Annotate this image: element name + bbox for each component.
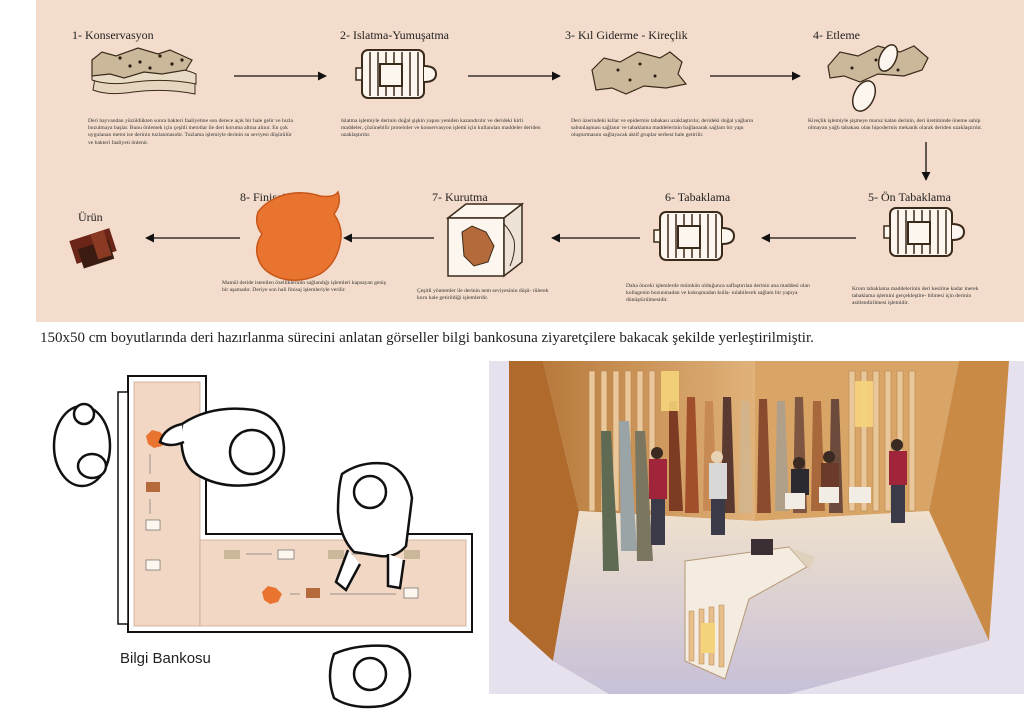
finished-leather-icon [255, 190, 342, 281]
person-figure [52, 402, 112, 488]
step-1-title: 1- Konservasyon [72, 28, 154, 42]
counter-plan-drawing [52, 375, 473, 709]
mini-hide-icon [224, 550, 240, 559]
person-figure [328, 644, 412, 709]
mini-hide-icon [404, 550, 420, 559]
step-5-title: 5- Ön Tabaklama [868, 190, 951, 204]
step-5-desc: Krom tabaklama maddelerinin deri kesitin… [852, 286, 979, 307]
step-1-desc: Deri hayvandan yüzüldükten sonra bakteri… [88, 118, 293, 146]
counter-outline [127, 375, 473, 633]
drum-icon [355, 49, 437, 99]
booth-render [489, 361, 1024, 694]
drum-icon [653, 211, 735, 261]
mini-drum-icon [403, 587, 419, 599]
mini-drying-icon [306, 588, 320, 598]
step-4-desc: Kireçlik işlemiyle şişmeye maruz kalan d… [808, 118, 983, 132]
caption: 150x50 cm boyutlarında deri hazırlanma s… [40, 330, 814, 346]
step-2-title: 2- Islatma-Yumuşatma [340, 28, 449, 42]
process-illustrations [69, 44, 965, 281]
hide-icon [591, 51, 688, 95]
process-panel [36, 0, 1024, 322]
step-4-title: 4- Etleme [813, 28, 860, 42]
step-3-desc: Deri üzerindeki kıllar ve epidermis taba… [571, 118, 754, 139]
booth-render-image [489, 361, 1024, 694]
drum-icon [883, 207, 965, 257]
mini-hide-icon [328, 550, 344, 559]
person-figure [334, 461, 414, 592]
step-6-title: 6- Tabaklama [665, 190, 731, 204]
mini-drum-icon [145, 559, 161, 571]
drying-icon [445, 202, 525, 278]
step-6-desc: Daha önceki işlemlerde mümkün olduğunca … [626, 283, 810, 304]
mini-drying-icon [146, 482, 160, 492]
step-8-desc: Mamül deride istenilen özelliklerinin sa… [222, 280, 386, 294]
mini-drum-icon [277, 549, 295, 560]
product-label: Ürün [78, 210, 103, 224]
salted-hide-icon [91, 47, 197, 95]
fleshing-icon [827, 44, 929, 112]
mini-finished-icon [262, 586, 282, 604]
step-7-desc: Çeşitli yöntemler ile derinin nem seviye… [417, 288, 549, 302]
leather-product-icon [69, 228, 117, 269]
counter-edge [117, 391, 129, 625]
bank-label: Bilgi Bankosu [120, 650, 211, 667]
person-figure [158, 407, 286, 487]
step-7-title: 7- Kurutma [432, 190, 488, 204]
step-2-desc: Islatma işlemiyle derinin doğal şişkin y… [341, 118, 541, 139]
mini-drum-icon [145, 519, 161, 531]
step-3-title: 3- Kıl Giderme - Kireçlik [565, 28, 688, 42]
